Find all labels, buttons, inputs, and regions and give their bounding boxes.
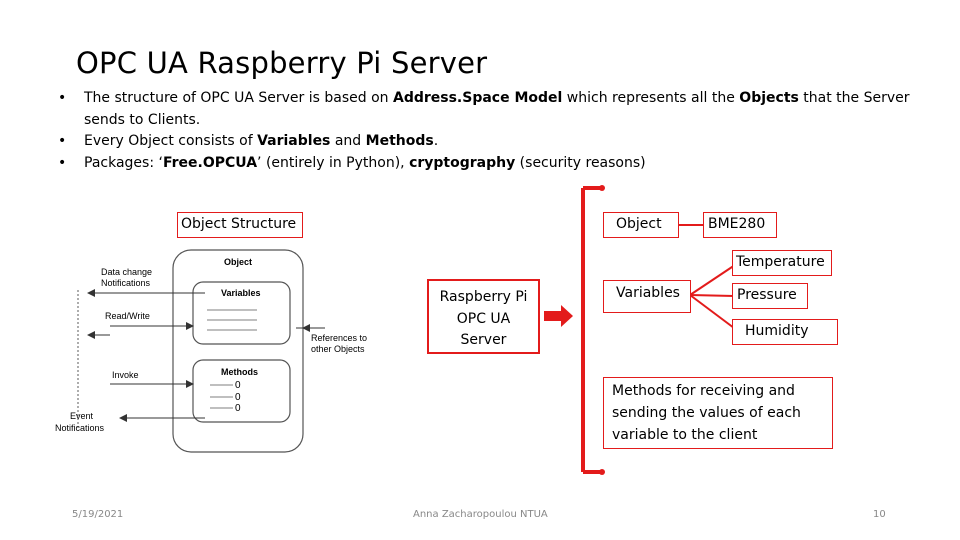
methods-text-line: Methods for receiving and (612, 383, 795, 399)
methods-text-line: sending the values of each (612, 405, 801, 421)
bullet-bold-text: Variables (257, 133, 331, 149)
methods-text-line: variable to the client (612, 427, 758, 443)
bullet-text: The structure of OPC UA Server is based … (84, 90, 393, 106)
tree-sensor-box: BME280 (703, 212, 777, 238)
footer-date: 5/19/2021 (72, 509, 124, 520)
bullet-dot: • (58, 154, 67, 171)
bullet-text: Packages: ‘ (84, 154, 163, 171)
method-item: 0 (235, 403, 241, 414)
object-structure-diagram: Object Variables Methods 0 0 0 Data chan… (55, 249, 367, 453)
slide-title: OPC UA Raspberry Pi Server (76, 46, 488, 80)
variables-temperature-line (689, 264, 736, 296)
references-label: other Objects (311, 344, 365, 354)
variables-pressure-line (689, 294, 735, 297)
bullet-text: . (433, 133, 439, 149)
methods-box (192, 359, 291, 423)
object-box (172, 249, 304, 453)
server-box-line: OPC UA (456, 310, 511, 327)
event-label: Notifications (55, 423, 105, 433)
bullet-text: and (330, 133, 366, 149)
bullet-item: • Packages: ‘Free.OPCUA’ (entirely in Pyt… (58, 153, 918, 175)
variables-box-title: Variables (221, 288, 261, 298)
bullet-bold-text: Objects (739, 90, 799, 106)
tree-object-box: Object (603, 212, 679, 238)
methods-box-title: Methods (221, 367, 258, 377)
bullet-dot: • (58, 133, 67, 149)
tree-variable-item: Temperature (732, 250, 832, 276)
bullet-item: •Every Object consists of Variables and … (58, 131, 918, 153)
tree-variable-item: Humidity (732, 319, 838, 345)
method-item: 0 (235, 392, 241, 403)
bullet-text: (security reasons) (515, 154, 646, 171)
bullet-bold-text: Methods (365, 133, 434, 149)
object-structure-label: Object Structure (177, 212, 303, 238)
bullet-bold-text: Address.Space Model (392, 90, 563, 106)
bullet-dot: • (58, 90, 67, 106)
event-label: Event (70, 411, 94, 421)
bullet-item: • The structure of OPC UA Server is based… (58, 88, 918, 131)
footer-author: Anna Zacharopoulou NTUA (413, 509, 548, 520)
tree-connectors (581, 185, 736, 475)
bullet-bold-text: Free.OPCUA (162, 154, 258, 171)
tree-methods-box: Methods for receiving and sending the va… (603, 377, 833, 449)
bullet-text: ’ (entirely in Python), (257, 154, 410, 171)
server-to-tree-arrow (544, 305, 573, 327)
bullet-bold-text: cryptography (409, 154, 516, 171)
tree-variable-item: Pressure (732, 283, 808, 309)
variables-box (192, 281, 291, 345)
bullet-text: that the Server sends to Clients. (84, 90, 910, 128)
object-box-title: Object (224, 257, 252, 267)
invoke-label: Invoke (112, 370, 139, 380)
server-box-line: Raspberry Pi (439, 289, 528, 305)
tree-variables-box: Variables (603, 280, 691, 313)
bullet-list: • The structure of OPC UA Server is based… (58, 88, 918, 174)
footer-page-number: 10 (873, 509, 886, 520)
server-box: Raspberry Pi OPC UA Server (427, 279, 540, 354)
server-box-line: Server (460, 332, 507, 348)
method-item: 0 (235, 380, 241, 391)
variables-humidity-line (689, 294, 735, 329)
references-label: References to (311, 333, 367, 343)
data-change-label: Data change (101, 267, 152, 277)
bullet-text: Every Object consists of (84, 133, 258, 149)
read-write-label: Read/Write (105, 311, 150, 321)
data-change-label: Notifications (101, 278, 151, 288)
bullet-text: which represents all the (562, 90, 740, 106)
